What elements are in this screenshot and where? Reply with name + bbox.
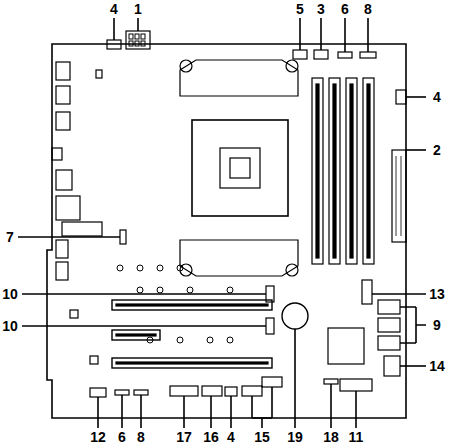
- callout-number: 4: [110, 2, 118, 16]
- callout-number: 3: [317, 2, 325, 16]
- callout-number: 19: [287, 430, 303, 444]
- callout-number: 9: [433, 318, 441, 332]
- callout-number: 14: [429, 359, 445, 373]
- callout-number: 8: [364, 2, 372, 16]
- callout-number: 4: [227, 430, 235, 444]
- callout-number: 8: [137, 430, 145, 444]
- callout-number: 11: [349, 430, 364, 444]
- callout-number: 6: [118, 430, 126, 444]
- callout-number: 1: [134, 2, 142, 16]
- callout-number: 13: [429, 287, 445, 301]
- callout-number: 15: [254, 430, 270, 444]
- callout-number: 2: [433, 143, 441, 157]
- callout-number: 16: [203, 430, 219, 444]
- callout-number: 18: [323, 430, 339, 444]
- callout-number: 17: [176, 430, 192, 444]
- callout-number: 4: [433, 90, 441, 104]
- callout-number: 10: [2, 287, 18, 301]
- callout-number: 5: [296, 2, 304, 16]
- callout-number: 7: [6, 230, 14, 244]
- callout-number: 6: [341, 2, 349, 16]
- callout-number: 12: [90, 430, 106, 444]
- callout-number: 10: [2, 319, 18, 333]
